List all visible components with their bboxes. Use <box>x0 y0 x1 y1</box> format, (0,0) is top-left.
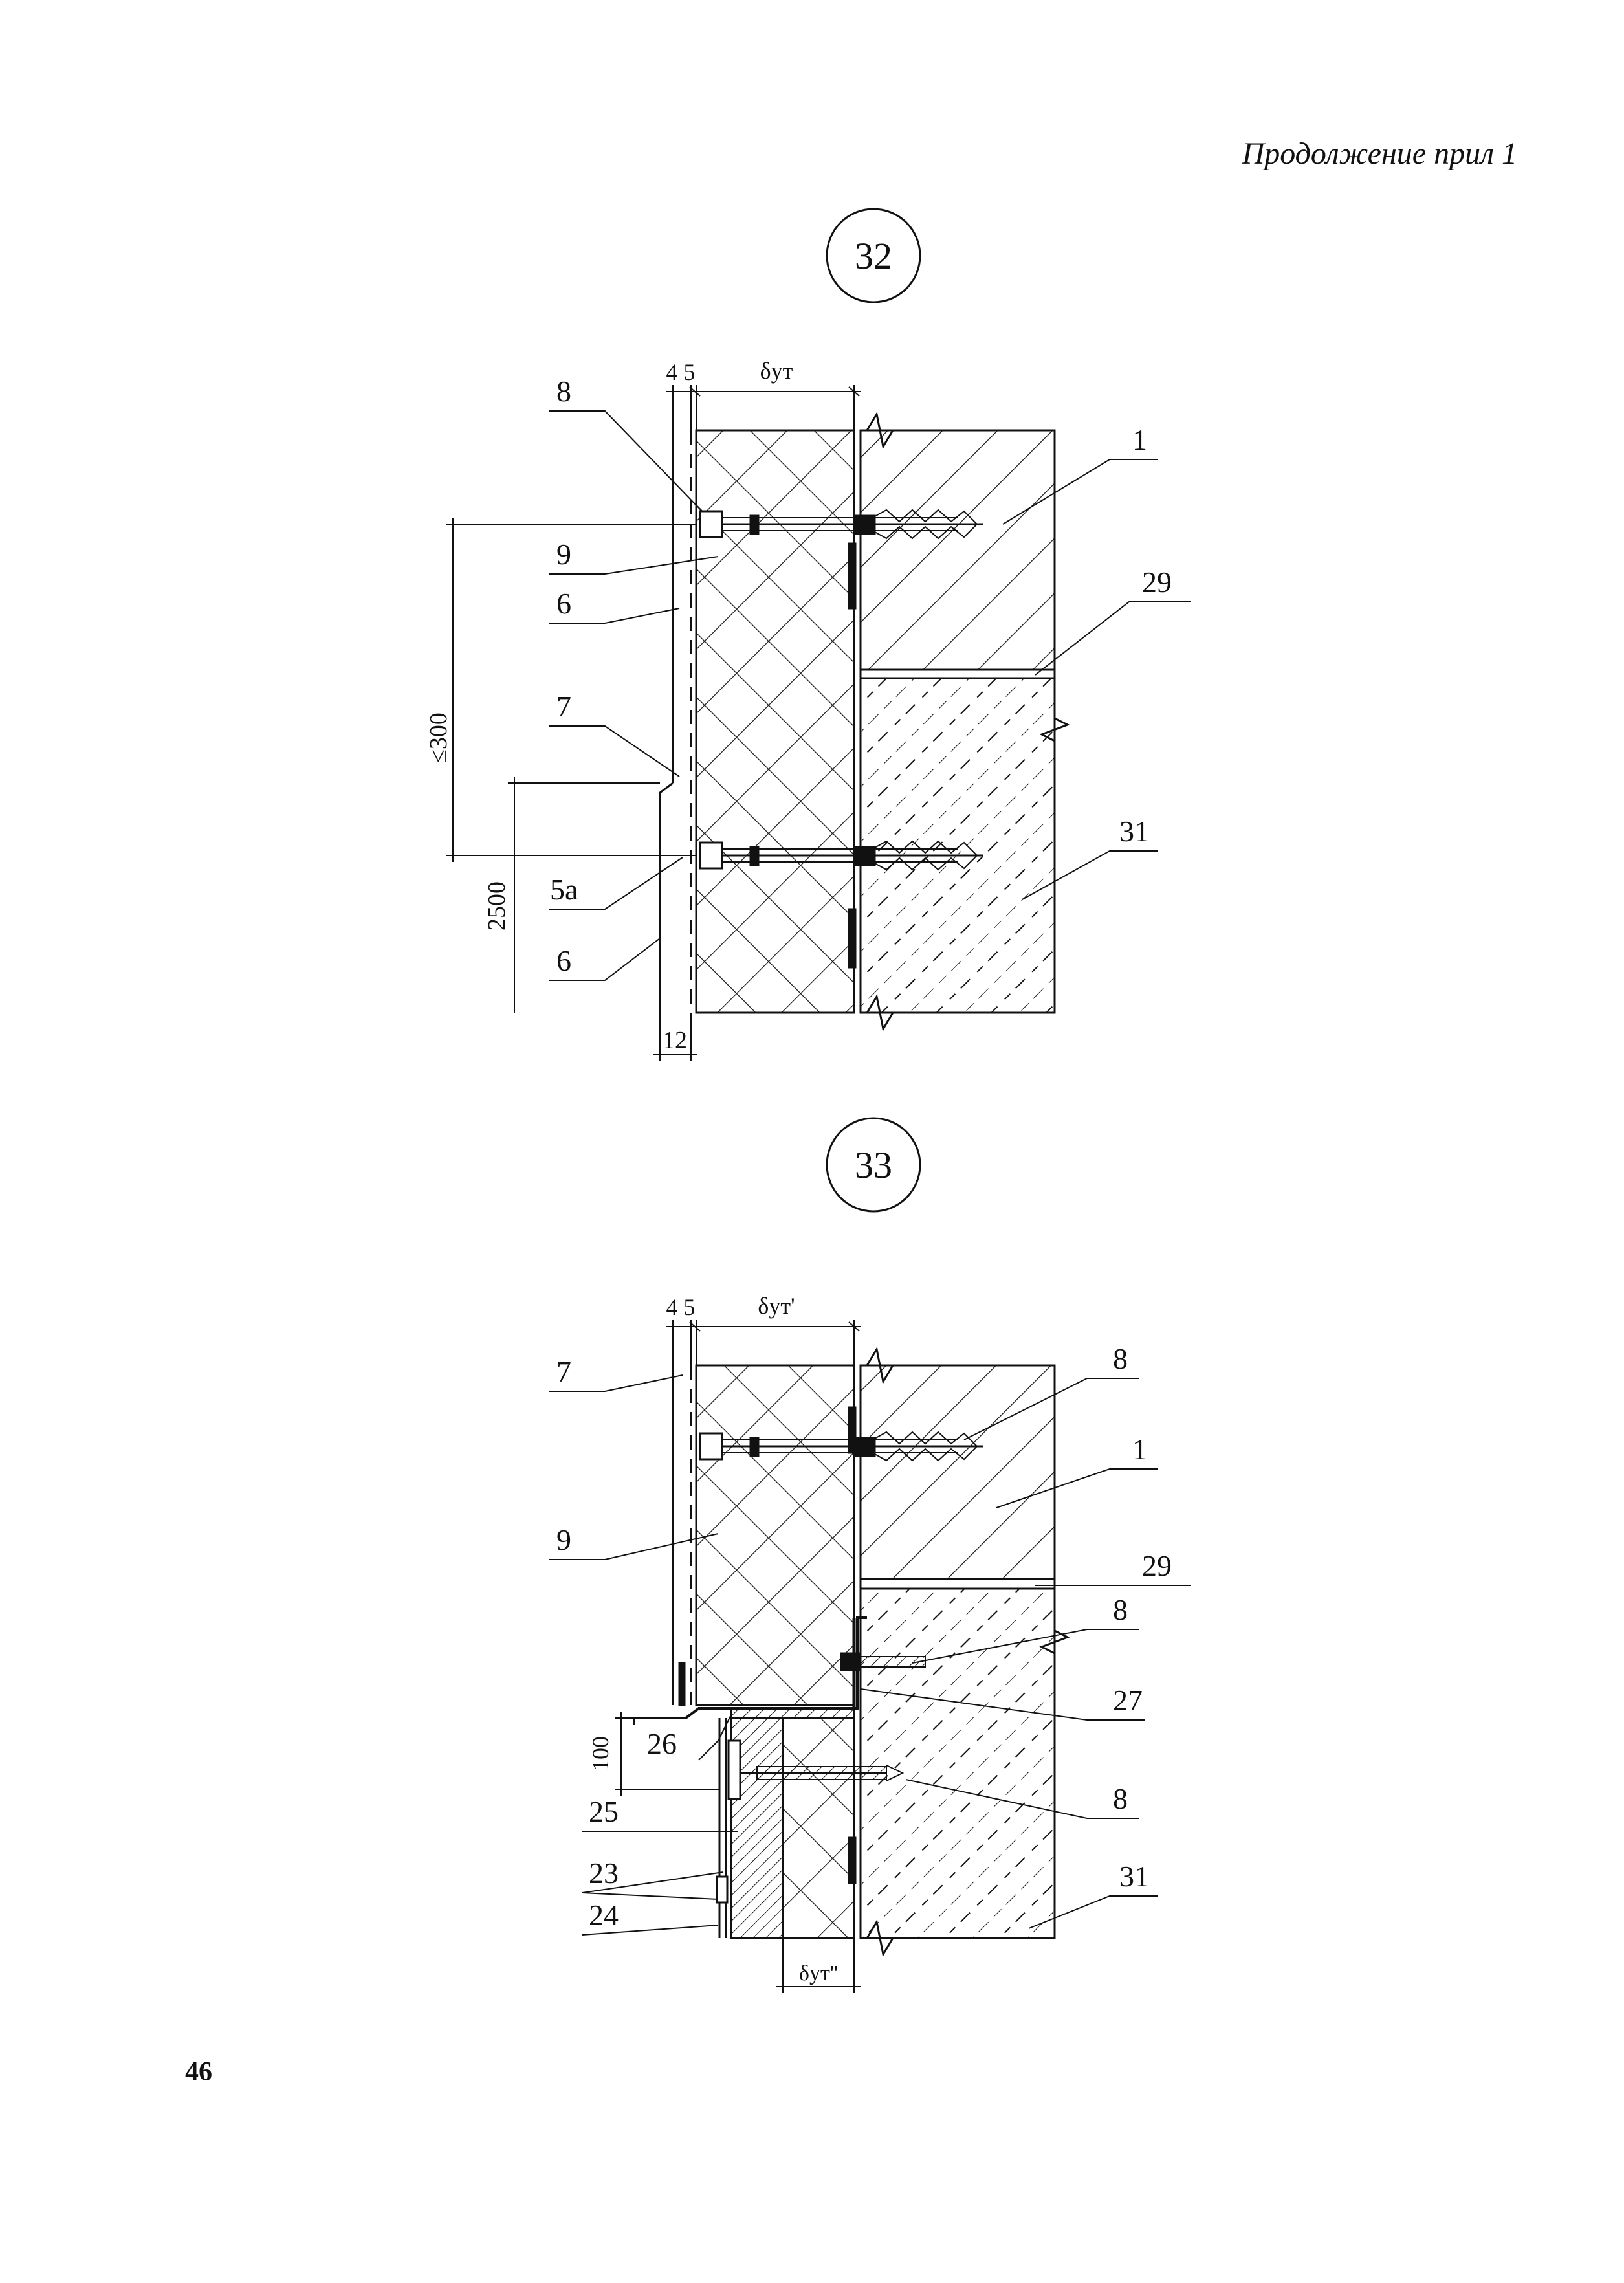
label-32-31: 31 <box>1119 815 1149 848</box>
dim-32-width: 12 <box>663 1027 687 1054</box>
dim-33-layers: 4 5 <box>666 1294 696 1320</box>
detail-33-text: 33 4 5 δут' 100 δут'' 7 9 8 1 29 8 27 26… <box>556 1144 1172 1985</box>
brick-wall-33 <box>859 1364 1056 1580</box>
dim-33-offset: 100 <box>587 1736 613 1771</box>
label-32-9: 9 <box>556 538 571 571</box>
detail-33 <box>549 1117 1191 1993</box>
label-33-1: 1 <box>1132 1433 1147 1466</box>
label-33-31: 31 <box>1119 1860 1149 1893</box>
label-33-27: 27 <box>1113 1684 1143 1717</box>
label-32-6a: 6 <box>556 587 571 620</box>
detail-32-text: 32 4 5 δут ≤300 2500 12 8 9 6 7 5а 6 1 2… <box>425 235 1172 1054</box>
label-33-8c: 8 <box>1113 1782 1128 1815</box>
label-33-8b: 8 <box>1113 1593 1128 1626</box>
brick-wall-32 <box>859 429 1056 671</box>
concrete-wall-33 <box>859 1587 1056 1939</box>
dim-33-thickness-top: δут' <box>758 1293 795 1319</box>
label-33-26: 26 <box>647 1727 677 1760</box>
label-32-7: 7 <box>556 690 571 723</box>
label-32-1: 1 <box>1132 423 1147 456</box>
dim-32-thickness: δут <box>760 358 793 384</box>
page-header: Продолжение прил 1 <box>1242 137 1517 171</box>
label-33-9: 9 <box>556 1523 571 1556</box>
label-32-5a: 5а <box>550 873 578 906</box>
label-33-24: 24 <box>589 1899 619 1932</box>
dim-32-layers: 4 5 <box>666 359 696 385</box>
label-33-23: 23 <box>589 1857 619 1890</box>
label-33-25: 25 <box>589 1795 619 1828</box>
label-33-7: 7 <box>556 1355 571 1388</box>
dim-32-height: 2500 <box>483 881 510 931</box>
concrete-wall-32 <box>859 677 1056 1014</box>
insulation-33-lower <box>782 1717 855 1939</box>
detail-33-number: 33 <box>855 1144 892 1186</box>
label-32-8: 8 <box>556 375 571 408</box>
insulation-33-upper <box>695 1364 855 1706</box>
dim-32-spacing: ≤300 <box>425 712 452 763</box>
detail-32 <box>446 208 1191 1061</box>
label-33-8a: 8 <box>1113 1342 1128 1375</box>
label-33-29: 29 <box>1142 1549 1172 1582</box>
detail-32-marker <box>826 208 921 303</box>
page-number: 46 <box>185 2057 212 2087</box>
label-32-29: 29 <box>1142 566 1172 599</box>
detail-32-number: 32 <box>855 235 892 277</box>
label-32-6b: 6 <box>556 944 571 977</box>
dim-33-thickness-bottom: δут'' <box>799 1961 838 1985</box>
detail-33-marker <box>826 1117 921 1213</box>
